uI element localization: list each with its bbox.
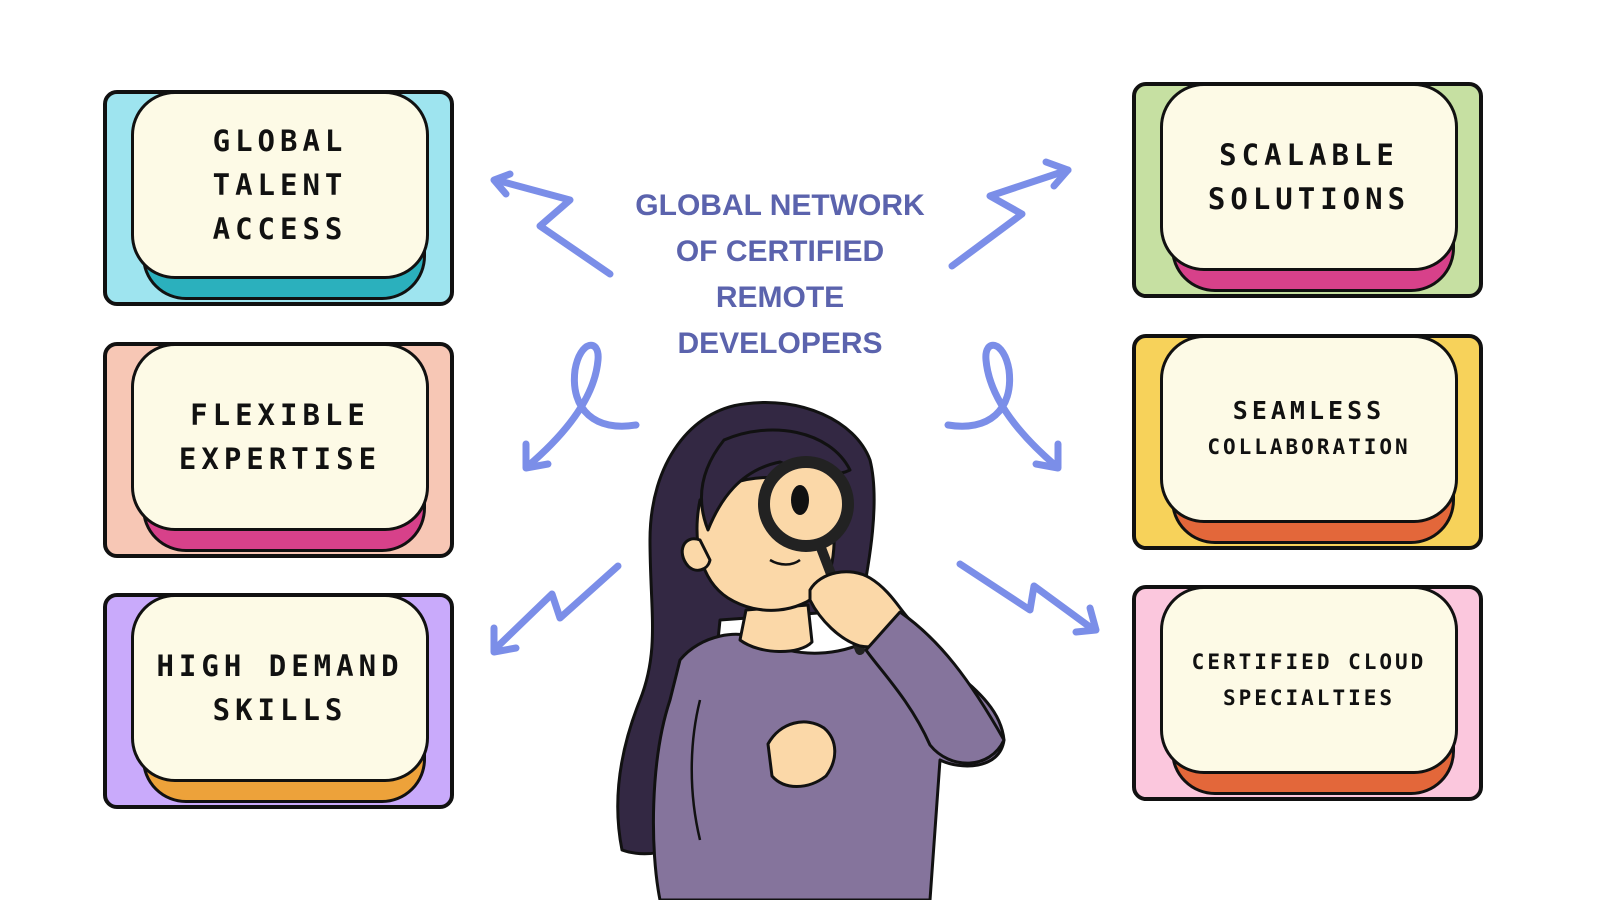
diagram-title: GLOBAL NETWORK OF CERTIFIED REMOTE DEVEL… — [600, 183, 960, 367]
arrow-to-flexible-expertise — [522, 341, 640, 472]
card-face: FLEXIBLE EXPERTISE — [131, 343, 429, 531]
card-label-line-1: FLEXIBLE — [190, 398, 370, 432]
card-label-line-1: CERTIFIED CLOUD — [1191, 650, 1427, 674]
hair-fringe — [699, 428, 852, 532]
title-line-1: GLOBAL NETWORK — [635, 189, 925, 222]
left-hand — [766, 720, 837, 788]
magnified-eye — [791, 485, 809, 515]
card-label-line-2: EXPERTISE — [178, 442, 382, 476]
card-face: SEAMLESS COLLABORATION — [1160, 335, 1458, 523]
card-high-demand-skills: HIGH DEMAND SKILLS — [103, 593, 454, 809]
card-face: CERTIFIED CLOUD SPECIALTIES — [1160, 586, 1458, 774]
card-label-line-2: SKILLS — [212, 693, 348, 727]
card-face: GLOBAL TALENT ACCESS — [131, 91, 429, 279]
card-label-line-1: SCALABLE — [1219, 138, 1399, 172]
card-seamless-collaboration: SEAMLESS COLLABORATION — [1132, 334, 1483, 550]
arrow-to-certified-cloud-specialties — [956, 560, 1100, 636]
arrow-to-high-demand-skills — [490, 562, 622, 656]
ear — [680, 537, 712, 572]
card-global-talent-access: GLOBAL TALENT ACCESS — [103, 90, 454, 306]
card-label-line-2: SOLUTIONS — [1207, 182, 1411, 216]
woman-illustration — [616, 401, 1006, 900]
card-face: HIGH DEMAND SKILLS — [131, 594, 429, 782]
card-label-line-1: HIGH DEMAND — [156, 649, 404, 683]
card-label-line-1: SEAMLESS — [1232, 396, 1386, 425]
neck — [738, 603, 814, 653]
card-certified-cloud-specialties: CERTIFIED CLOUD SPECIALTIES — [1132, 585, 1483, 801]
card-label-line-1: GLOBAL — [212, 124, 348, 158]
smile — [769, 558, 801, 566]
card-scalable-solutions: SCALABLE SOLUTIONS — [1132, 82, 1483, 298]
arrow-to-seamless-collaboration — [944, 341, 1062, 472]
card-label-line-2: COLLABORATION — [1207, 435, 1411, 459]
card-label-line-2: SPECIALTIES — [1222, 686, 1396, 710]
arrow-to-scalable-solutions — [948, 158, 1072, 270]
card-label-line-3: ACCESS — [212, 212, 348, 246]
card-face: SCALABLE SOLUTIONS — [1160, 83, 1458, 271]
arrow-to-global-talent-access — [490, 170, 614, 278]
sleeve-fold — [690, 699, 702, 841]
title-line-3: REMOTE — [715, 281, 845, 314]
card-flexible-expertise: FLEXIBLE EXPERTISE — [103, 342, 454, 558]
title-line-4: DEVELOPERS — [677, 327, 883, 360]
card-label-line-2: TALENT — [212, 168, 348, 202]
title-line-2: OF CERTIFIED — [675, 235, 885, 268]
right-arm — [864, 610, 1006, 765]
